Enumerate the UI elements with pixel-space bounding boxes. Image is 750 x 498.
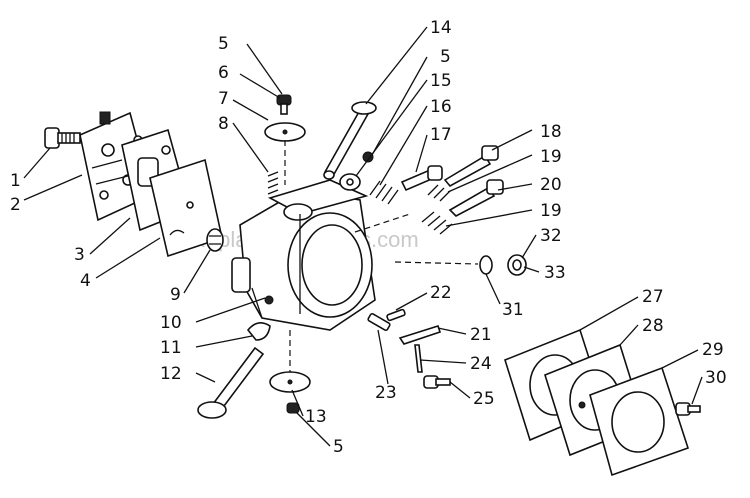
part-19-spring-lower (421, 211, 453, 235)
part-30-screw (675, 402, 701, 416)
callout-23: 23 (375, 383, 397, 403)
callout-22: 22 (430, 283, 452, 303)
part-22-pin (386, 308, 406, 322)
callout-28: 28 (642, 316, 664, 336)
callout-5-top: 5 (218, 34, 229, 54)
part-31-ring (479, 255, 493, 275)
callout-9: 9 (170, 285, 181, 305)
part-8-spring (267, 171, 279, 195)
part-14-shaft (323, 101, 377, 180)
callout-31: 31 (502, 300, 524, 320)
part-9-screen (206, 228, 224, 252)
part-7-cover-disc (264, 122, 306, 142)
part-6-screw (276, 94, 292, 115)
part-20-needle (448, 179, 504, 217)
callout-32: 32 (540, 226, 562, 246)
callout-25: 25 (473, 389, 495, 409)
part-10-carburetor-body (231, 179, 376, 331)
part-12-throttle-shaft (197, 346, 265, 419)
callout-12: 12 (160, 364, 182, 384)
callout-15: 15 (430, 71, 452, 91)
callout-5-mid: 5 (440, 47, 451, 67)
part-25-screw (423, 375, 451, 389)
part-1-screw (44, 127, 81, 149)
callout-21: 21 (470, 325, 492, 345)
callout-19-lower: 19 (540, 201, 562, 221)
part-17-screw (400, 165, 443, 192)
callout-7: 7 (218, 89, 229, 109)
part-23-valve (367, 312, 391, 332)
callout-19-upper: 19 (540, 147, 562, 167)
leader-lines (23, 26, 703, 447)
callout-16: 16 (430, 97, 452, 117)
callout-33: 33 (544, 263, 566, 283)
callout-17: 17 (430, 125, 452, 145)
part-21-lever (398, 325, 442, 345)
callout-20: 20 (540, 175, 562, 195)
callout-6: 6 (218, 63, 229, 83)
callout-27: 27 (642, 287, 664, 307)
callout-8: 8 (218, 114, 229, 134)
part-24-pin (414, 344, 423, 373)
part-13-disc (269, 371, 311, 393)
part-11-spring-clip (246, 322, 271, 341)
callout-11: 11 (160, 338, 182, 358)
callout-18: 18 (540, 122, 562, 142)
callout-5-bottom: 5 (333, 437, 344, 457)
callout-3: 3 (74, 245, 85, 265)
part-29-cover (589, 366, 690, 477)
callout-14: 14 (430, 18, 452, 38)
callout-13: 13 (305, 407, 327, 427)
part-19-spring-upper (427, 184, 451, 202)
callout-24: 24 (470, 354, 492, 374)
callout-labels: 1 2 3 4 5 6 7 8 9 10 11 12 13 5 14 5 15 … (10, 18, 727, 457)
assembly-line-shaft (394, 261, 479, 265)
part-15-washer (339, 173, 361, 191)
callout-30: 30 (705, 368, 727, 388)
part-5b-screw (362, 151, 374, 163)
callout-10: 10 (160, 313, 182, 333)
callout-4: 4 (80, 271, 91, 291)
part-32-bushing (507, 254, 527, 276)
part-16-spring (369, 180, 399, 205)
part-4-diaphragm (149, 158, 223, 258)
callout-2: 2 (10, 195, 21, 215)
callout-29: 29 (702, 340, 724, 360)
part-5c-screw (286, 402, 300, 414)
callout-1: 1 (10, 171, 21, 191)
